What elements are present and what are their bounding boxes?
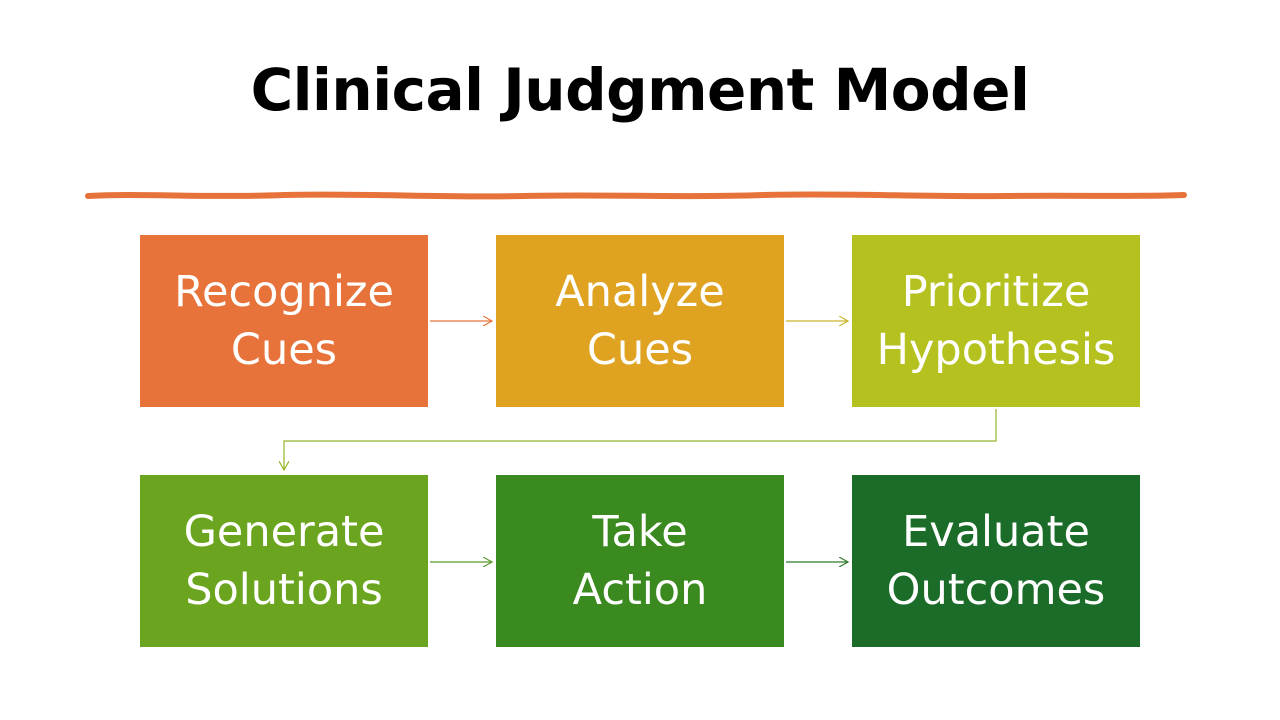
title-underline	[85, 191, 1187, 200]
step-label: Recognize Cues	[174, 267, 394, 375]
step-generate-solutions: Generate Solutions	[140, 475, 428, 647]
arrow-prioritize-to-generate	[284, 409, 997, 470]
slide-title: Clinical Judgment Model	[250, 56, 1030, 124]
step-analyze-cues: Analyze Cues	[496, 235, 784, 407]
step-label: Take Action	[572, 507, 708, 615]
step-take-action: Take Action	[496, 475, 784, 647]
step-prioritize-hypothesis: Prioritize Hypothesis	[852, 235, 1140, 407]
step-label: Generate Solutions	[183, 507, 385, 615]
step-label: Evaluate Outcomes	[886, 507, 1106, 615]
step-evaluate-outcomes: Evaluate Outcomes	[852, 475, 1140, 647]
step-recognize-cues: Recognize Cues	[140, 235, 428, 407]
step-label: Prioritize Hypothesis	[876, 267, 1116, 375]
step-label: Analyze Cues	[555, 267, 725, 375]
